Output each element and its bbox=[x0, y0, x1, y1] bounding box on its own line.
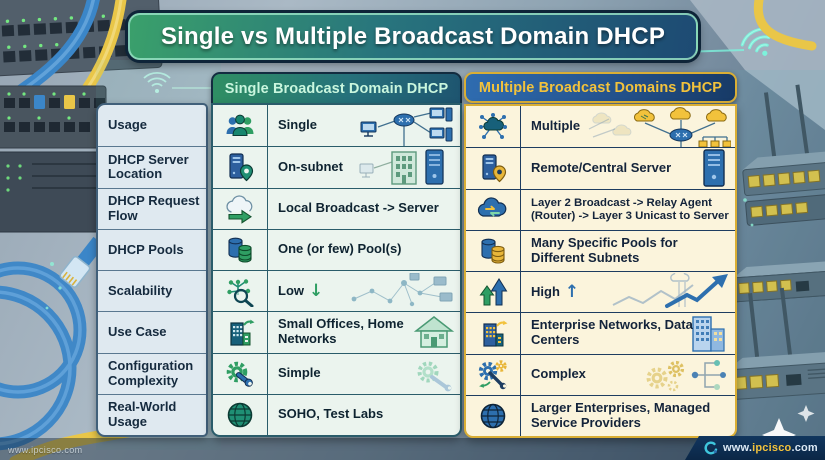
multiple-column: Multiple Broadcast Domains DHCP Multiple bbox=[464, 72, 737, 438]
single-use-case-value: Small Offices, Home Networks bbox=[278, 316, 404, 347]
single-column-header: Single Broadcast Domain DHCP bbox=[211, 72, 462, 103]
row-label-dhcp-request-flow: DHCP Request Flow bbox=[98, 187, 206, 229]
multiple-column-header: Multiple Broadcast Domains DHCP bbox=[464, 72, 737, 103]
home-illustration bbox=[413, 316, 455, 349]
users-icon bbox=[226, 114, 254, 136]
single-usage-icon-cell bbox=[213, 105, 268, 147]
single-config-icon-cell bbox=[213, 352, 268, 394]
cloud-arrow-icon bbox=[226, 194, 253, 224]
high-up-arrow: ↑ bbox=[564, 281, 580, 302]
single-use-case-icon-cell bbox=[213, 311, 268, 353]
single-config-value-cell: Simple bbox=[268, 352, 460, 394]
row-label-use-case: Use Case bbox=[98, 311, 206, 352]
single-config-value: Simple bbox=[278, 365, 321, 381]
multiple-server-location-value-cell: Remote/Central Server bbox=[521, 147, 735, 188]
single-server-location-icon-cell bbox=[213, 146, 268, 188]
multiple-scalability-value-cell: High ↑ bbox=[521, 271, 735, 312]
row-label-scalability: Scalability bbox=[98, 270, 206, 311]
faded-gear-wrench-illustration bbox=[417, 361, 452, 392]
single-real-world-value: SOHO, Test Labs bbox=[278, 406, 384, 422]
single-request-flow-value: Local Broadcast -> Server bbox=[278, 200, 439, 216]
multiple-usage-value: Multiple bbox=[531, 118, 581, 134]
globe-icon bbox=[227, 402, 253, 428]
single-column: Single Broadcast Domain DHCP Single bbox=[211, 72, 462, 437]
tall-building-illustration bbox=[692, 316, 725, 353]
single-request-flow-icon-cell bbox=[213, 187, 268, 229]
multiple-scalability-value: High bbox=[531, 283, 560, 299]
single-usage-value-cell: Single bbox=[268, 105, 460, 146]
multiple-usage-icon-cell bbox=[466, 106, 521, 148]
footer-site-badge[interactable]: www.ipcisco.com bbox=[685, 436, 825, 460]
single-use-case-value-cell: Small Offices, Home Networks bbox=[268, 311, 460, 352]
multiple-server-location-value: Remote/Central Server bbox=[531, 159, 672, 175]
single-pools-value-cell: One (or few) Pool(s) bbox=[268, 228, 460, 270]
low-down-arrow: ↓ bbox=[309, 280, 324, 301]
single-request-flow-value-cell: Local Broadcast -> Server bbox=[268, 187, 460, 229]
multiple-pools-icon-cell bbox=[466, 229, 521, 271]
watermark-url: www.ipcisco.com bbox=[8, 445, 83, 455]
multiple-pools-value-cell: Many Specific Pools for Different Subnet… bbox=[521, 229, 735, 271]
single-pools-icon-cell bbox=[213, 228, 268, 270]
multiple-request-flow-value-cell: Layer 2 Broadcast -> Relay Agent (Router… bbox=[521, 188, 735, 230]
row-label-dhcp-server-location: DHCP Server Location bbox=[98, 146, 206, 187]
multiple-real-world-value-cell: Larger Enterprises, Managed Service Prov… bbox=[521, 394, 735, 436]
growth-chart-illustration bbox=[612, 273, 728, 309]
single-real-world-value-cell: SOHO, Test Labs bbox=[268, 393, 460, 435]
multiple-request-flow-icon-cell bbox=[466, 188, 521, 230]
single-scalability-value-cell: Low ↓ bbox=[268, 270, 460, 311]
multiple-config-icon-cell bbox=[466, 353, 521, 395]
single-usage-value: Single bbox=[278, 117, 318, 133]
single-scalability-value: Low bbox=[278, 282, 304, 298]
single-server-location-value: On-subnet bbox=[278, 158, 343, 174]
server-location-pin-icon bbox=[482, 154, 507, 183]
row-label-usage: Usage bbox=[108, 117, 148, 133]
server-tower-illustration bbox=[703, 149, 725, 188]
multiple-use-case-value-cell: Enterprise Networks, Data Centers bbox=[521, 312, 735, 353]
multi-network-cloud-icon bbox=[479, 112, 507, 139]
database-stack-icon bbox=[481, 238, 505, 264]
page-title: Single vs Multiple Broadcast Domain DHCP bbox=[128, 13, 698, 60]
ipcisco-logo-icon bbox=[704, 440, 718, 454]
multi-cloud-diagram-illustration bbox=[588, 106, 731, 147]
cloud-relay-icon bbox=[477, 196, 507, 217]
on-premises-illustration bbox=[359, 149, 444, 186]
single-column-body: Single bbox=[211, 103, 462, 437]
row-labels-column: Usage DHCP Server Location DHCP Request … bbox=[96, 103, 208, 437]
small-mesh-illustration bbox=[351, 273, 453, 307]
single-pools-value: One (or few) Pool(s) bbox=[278, 241, 402, 257]
gear-wrench-icon bbox=[226, 361, 253, 387]
faded-gears-branch-illustration bbox=[646, 359, 726, 391]
footer-site-url: www.ipcisco.com bbox=[723, 442, 818, 454]
multiple-real-world-value: Larger Enterprises, Managed Service Prov… bbox=[531, 399, 711, 430]
globe-icon bbox=[480, 403, 506, 429]
multiple-request-flow-value: Layer 2 Broadcast -> Relay Agent (Router… bbox=[531, 196, 729, 222]
multiple-real-world-icon-cell bbox=[466, 394, 521, 436]
single-real-world-icon-cell bbox=[213, 393, 268, 435]
lan-diagram-illustration bbox=[360, 107, 453, 146]
row-label-real-world-usage: Real-World Usage bbox=[98, 393, 206, 435]
single-server-location-value-cell: On-subnet bbox=[268, 146, 460, 187]
row-label-dhcp-pools: DHCP Pools bbox=[98, 228, 206, 270]
multiple-column-body: Multiple bbox=[464, 104, 737, 438]
double-up-arrows-icon bbox=[479, 278, 508, 306]
multiple-use-case-value: Enterprise Networks, Data Centers bbox=[531, 317, 693, 348]
office-building-icon bbox=[230, 319, 255, 346]
multiple-config-value-cell: Complex bbox=[521, 353, 735, 395]
multiple-usage-value-cell: Multiple bbox=[521, 106, 735, 147]
single-scalability-icon-cell bbox=[213, 270, 268, 312]
multiple-server-location-icon-cell bbox=[466, 147, 521, 189]
multiple-use-case-icon-cell bbox=[466, 312, 521, 354]
gears-wrench-icon bbox=[478, 359, 507, 389]
multiple-config-value: Complex bbox=[531, 366, 586, 382]
server-location-pin-icon bbox=[229, 153, 254, 182]
multiple-pools-value: Many Specific Pools for Different Subnet… bbox=[531, 234, 678, 265]
multiple-scalability-icon-cell bbox=[466, 271, 521, 313]
row-label-configuration-complexity: Configuration Complexity bbox=[98, 352, 206, 394]
database-stack-icon bbox=[228, 237, 252, 263]
network-tree-magnifier-icon bbox=[227, 279, 254, 308]
enterprise-building-icon bbox=[483, 320, 508, 347]
